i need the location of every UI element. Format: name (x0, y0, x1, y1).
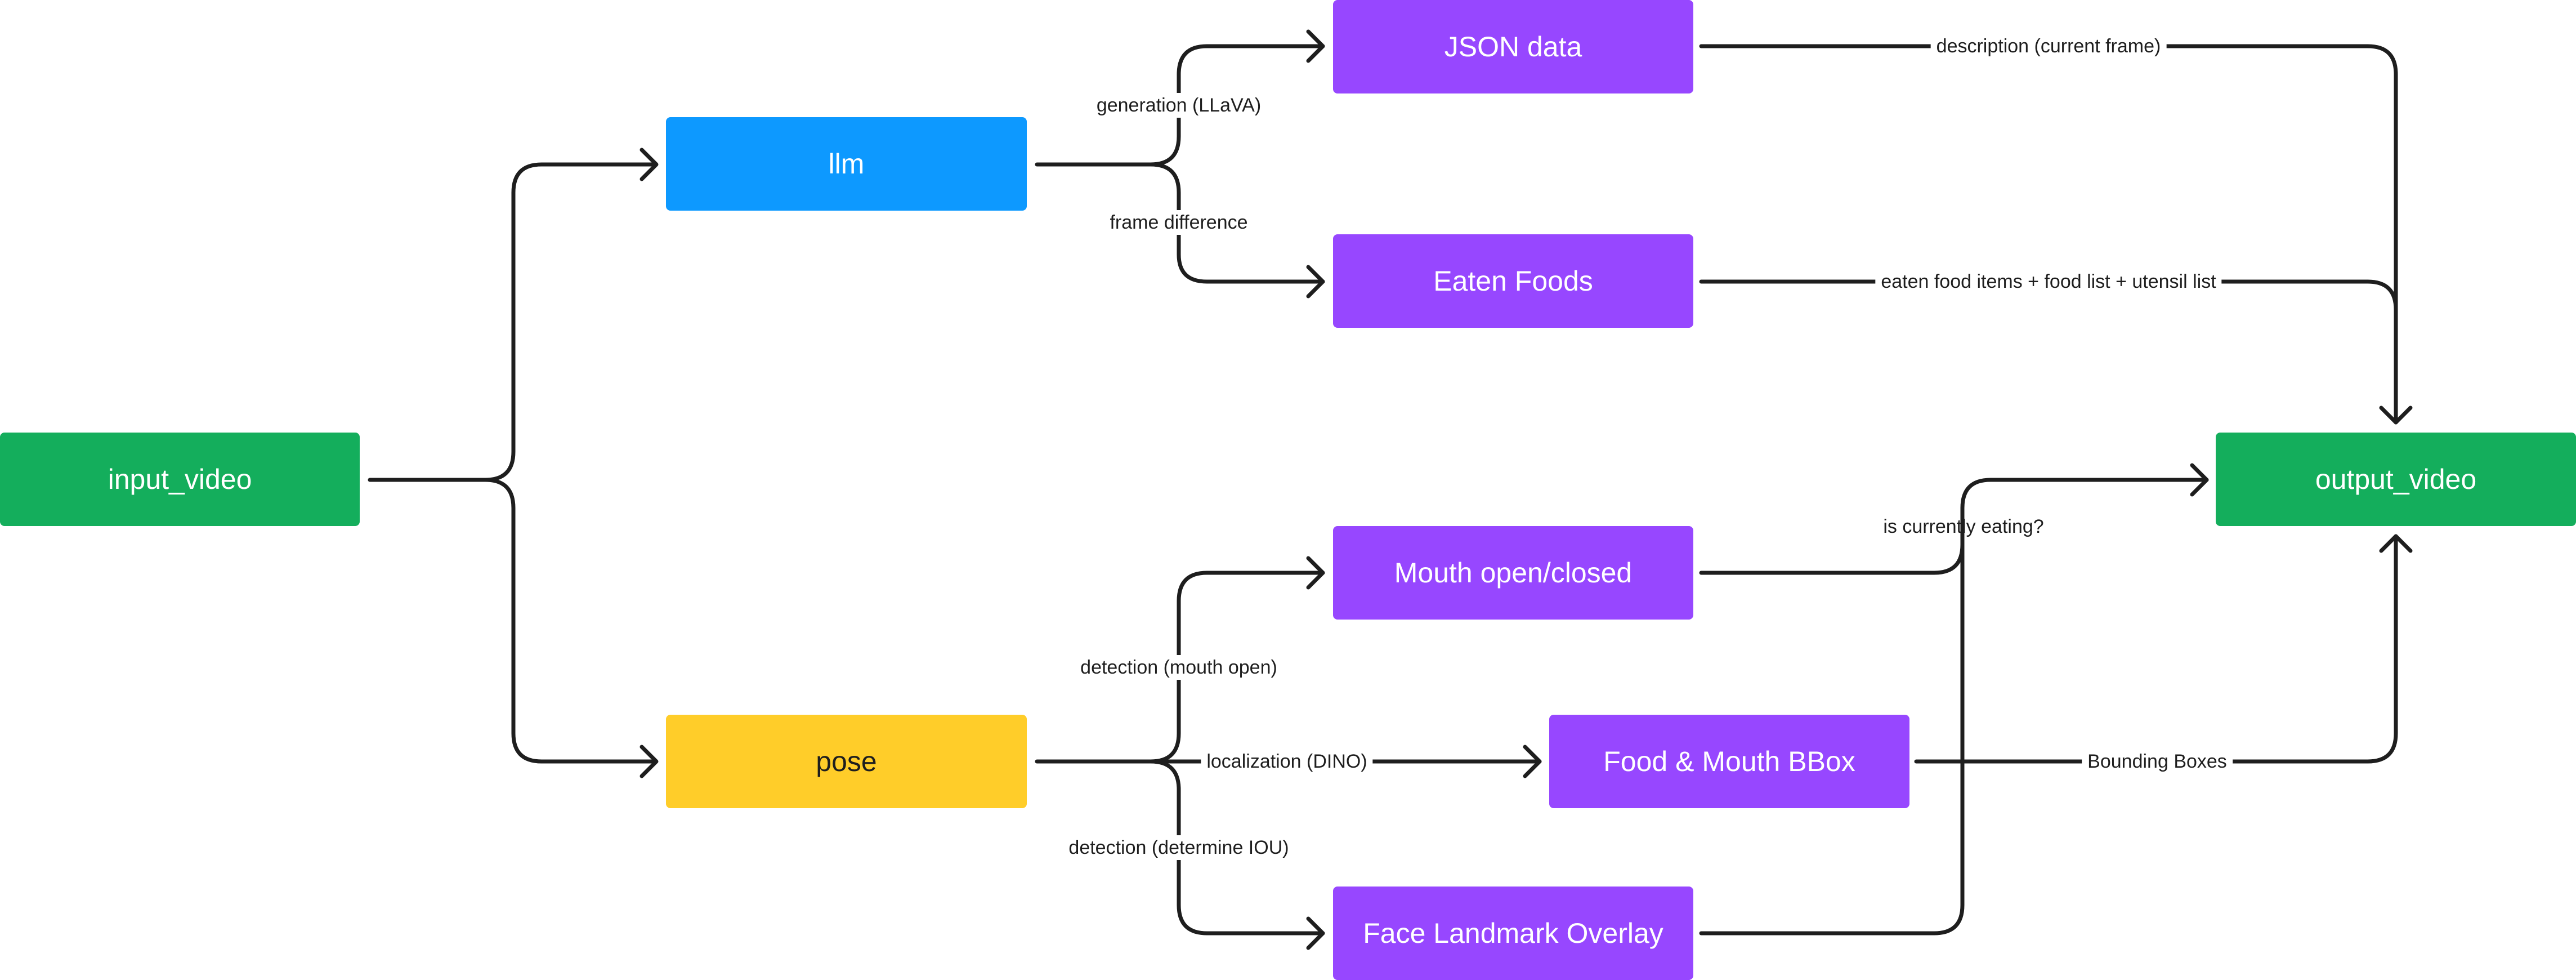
node-llm: llm (666, 117, 1027, 211)
edge-input-to-llm (368, 162, 658, 482)
edge-label-bounding-boxes: Bounding Boxes (2082, 749, 2233, 774)
node-mouth-open-closed: Mouth open/closed (1333, 526, 1693, 620)
arrowhead-output-top (2379, 406, 2413, 425)
node-output-video-label: output_video (2315, 464, 2477, 495)
edge-input-to-pose (483, 478, 658, 764)
arrowhead-llm (639, 148, 659, 181)
arrowhead-json (1306, 29, 1325, 63)
node-face-landmark-overlay: Face Landmark Overlay (1333, 887, 1693, 980)
node-eaten-foods: Eaten Foods (1333, 234, 1693, 328)
arrowhead-output-bottom (2379, 534, 2413, 553)
node-json-data-label: JSON data (1444, 31, 1582, 63)
edge-label-eaten-food-items: eaten food items + food list + utensil l… (1875, 269, 2222, 294)
edge-label-generation: generation (LLaVA) (1090, 93, 1267, 118)
edge-pose-to-face-landmark (1148, 759, 1325, 936)
node-json-data: JSON data (1333, 0, 1693, 93)
arrowhead-face-landmark (1306, 916, 1325, 950)
edge-face-landmark-to-merge (1699, 506, 1965, 936)
arrowhead-mouth (1306, 556, 1325, 590)
arrowhead-eaten-foods (1306, 265, 1325, 299)
node-pose-label: pose (816, 746, 877, 777)
edge-eaten-foods-to-output (1699, 279, 2398, 312)
edge-label-detection-iou: detection (determine IOU) (1063, 835, 1295, 860)
arrowhead-pose (639, 745, 659, 778)
edge-label-detection-mouth-open: detection (mouth open) (1075, 655, 1283, 680)
arrowhead-bbox (1523, 745, 1542, 778)
node-food-mouth-bbox: Food & Mouth BBox (1549, 715, 1909, 808)
edge-mouth-to-merge (1699, 542, 1965, 575)
node-food-mouth-bbox-label: Food & Mouth BBox (1603, 746, 1855, 777)
node-llm-label: llm (828, 148, 865, 180)
edge-label-localization: localization (DINO) (1201, 749, 1373, 774)
node-input-video-label: input_video (108, 464, 252, 495)
node-mouth-open-closed-label: Mouth open/closed (1394, 557, 1633, 589)
edge-json-to-output (1699, 44, 2398, 425)
edge-label-is-currently-eating: is currently eating? (1883, 516, 2044, 537)
node-output-video: output_video (2216, 433, 2576, 526)
edge-label-description: description (current frame) (1930, 34, 2167, 59)
arrowhead-output-left (2190, 463, 2209, 497)
node-pose: pose (666, 715, 1027, 808)
node-face-landmark-overlay-label: Face Landmark Overlay (1363, 917, 1663, 949)
node-eaten-foods-label: Eaten Foods (1433, 265, 1593, 297)
edge-llm-to-eaten-foods (1148, 162, 1325, 284)
edge-label-frame-difference: frame difference (1104, 210, 1254, 235)
edge-merge-to-output (1960, 478, 2209, 510)
node-input-video: input_video (0, 433, 360, 526)
edge-bbox-to-output (1914, 534, 2398, 764)
